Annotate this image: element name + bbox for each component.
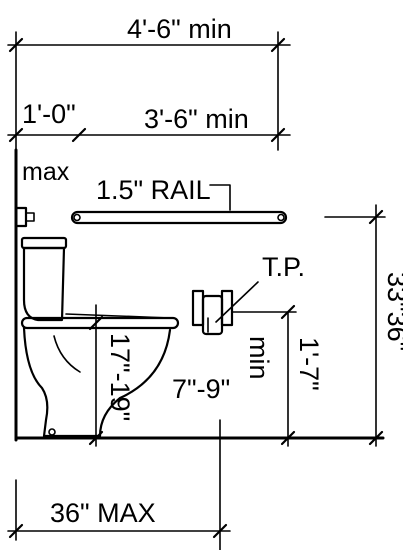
tp-bracket-left <box>191 289 205 327</box>
tank-lid <box>20 236 68 250</box>
grab-rail: 1.5" RAIL <box>70 175 288 225</box>
flush-valve <box>14 206 35 228</box>
tp-height-label: 1'-7" <box>294 337 324 391</box>
rail-bracket-right <box>277 213 285 222</box>
tank <box>22 246 66 322</box>
seat-height-tick-top <box>88 315 104 331</box>
tp-offset-dimension: 7"-9" <box>172 374 230 550</box>
wall-and-floor <box>14 148 385 442</box>
right-segment-label: 3'-6" min <box>144 104 249 134</box>
tick-right <box>270 37 286 53</box>
rail-label: 1.5" RAIL <box>96 175 211 205</box>
tp-height-note: min <box>244 336 274 380</box>
seat-height-label: 17"-19" <box>105 333 135 421</box>
tp-label: T.P. <box>262 252 305 282</box>
bowl-inner-line <box>53 335 81 373</box>
tp-leader <box>215 281 259 323</box>
tp-height-dimension: 1'-7" min <box>244 304 324 447</box>
seat-height-tick-bottom <box>88 430 104 446</box>
floor-bolt <box>48 428 56 436</box>
tp-height-tick-top <box>280 304 296 320</box>
tp-offset-label: 7"-9" <box>172 374 230 404</box>
tick-right-2 <box>270 127 286 143</box>
segment-width-dimension: 1'-0" 3'-6" min max <box>7 99 291 186</box>
toilet-bowl <box>22 326 172 438</box>
tick-left <box>8 37 24 53</box>
left-segment-label: 1'-0" <box>22 99 76 129</box>
rail-bracket-left <box>73 213 81 222</box>
tp-roll <box>201 294 224 336</box>
seat-lid-top <box>65 313 171 319</box>
bottom-width-dimension: 36" MAX <box>7 479 231 541</box>
bottom-width-label: 36" MAX <box>50 498 156 528</box>
rail-height-tick-bottom <box>368 430 384 446</box>
tp-height-tick-bottom <box>280 430 296 446</box>
flush-valve-handle <box>25 212 35 222</box>
bottom-tick-right <box>212 523 228 539</box>
overall-width-dimension: 4'-6" min <box>7 14 291 151</box>
grab-rail-bar <box>70 210 288 225</box>
tick-middle <box>71 127 87 143</box>
bottom-tick-left <box>8 523 24 539</box>
rail-height-dimension: 33"36" <box>324 204 403 447</box>
rail-leader <box>209 184 231 211</box>
seat-height-dimension: 17"-19" <box>88 304 135 447</box>
rail-height-tick-top <box>368 209 384 225</box>
toilet-paper-holder: T.P. <box>191 252 305 336</box>
rail-height-label: 33"36" <box>382 272 403 351</box>
overall-width-label: 4'-6" min <box>127 14 232 44</box>
toilet <box>20 236 180 438</box>
left-segment-note: max <box>22 158 70 186</box>
tick-left-2 <box>8 127 24 143</box>
